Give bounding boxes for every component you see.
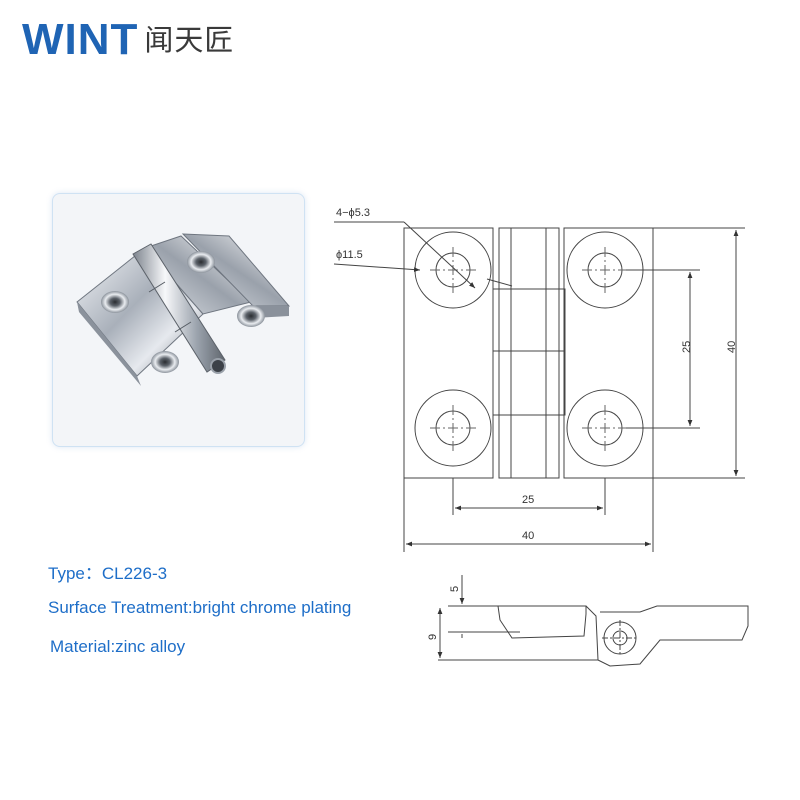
vertical-spacing-label: 25 [681,341,693,353]
height-label: 40 [726,341,738,353]
top-view [403,227,654,479]
hole-count-label: 4−ϕ5.3 [336,207,370,219]
brand-logo: WINT 闻天匠 [22,18,234,62]
spec-type: Type：CL226-3 [48,564,168,583]
chrome-hinge-photo-icon [76,233,291,386]
leaf-thickness-label: 5 [449,586,461,592]
horizontal-spacing-label: 25 [522,494,534,506]
spec-surface-treatment: Surface Treatment:bright chrome plating [48,598,352,617]
counterbore-label: ϕ11.5 [336,249,363,261]
brand-latin: WINT [22,15,139,64]
brand-chinese: 闻天匠 [144,23,235,57]
product-photo-card [52,193,305,447]
side-view [497,605,749,667]
width-label: 40 [522,530,534,542]
total-thickness-label: 9 [427,634,439,640]
spec-material: Material:zinc alloy [50,637,186,656]
